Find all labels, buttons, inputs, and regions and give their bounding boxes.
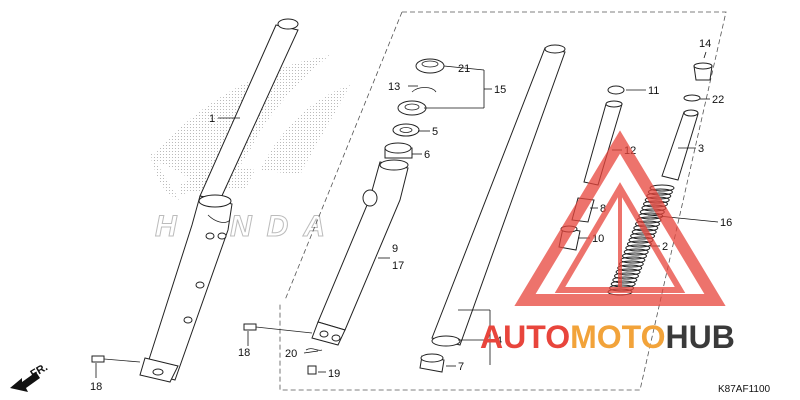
front-direction-arrow: FR. [10,361,50,392]
callout-14: 14 [699,38,711,50]
automotohub-watermark [514,130,726,306]
part-20-clip [305,348,323,351]
callout-18-center: 18 [238,347,250,359]
part-18-bolt-center [243,323,257,331]
spring-coil [622,252,647,260]
spring-coil [630,232,656,240]
seal-stack [384,58,445,159]
part-1-fork-outer-tube [139,18,299,383]
spring-coil [615,268,641,276]
direction-label: FR. [29,361,50,380]
callout-18-left: 18 [90,381,102,393]
part-4-fork-pipe [419,44,566,373]
spring-coil [625,244,651,252]
part-5-washer [392,123,420,137]
callout-20: 20 [285,348,297,360]
spring-coil [635,220,660,228]
bolts [91,323,323,375]
assembly-outline [279,11,727,391]
spring-coil [614,272,639,280]
callout-22: 22 [712,94,724,106]
callout-1: 1 [209,113,215,125]
callout-6: 6 [424,149,430,161]
part-15-oil-seal [397,100,427,116]
callout-4: 4 [496,335,502,347]
callout-15: 15 [494,84,506,96]
spring-coil [617,264,643,272]
honda-wordmark: HONDA [155,210,325,243]
callout-2: 2 [662,241,668,253]
callout-17: 17 [392,260,404,272]
callout-13: 13 [388,81,400,93]
watermark-text: AUTOMOTOHUB [480,319,735,355]
callout-7: 7 [458,361,464,373]
spring-coil [623,248,649,256]
callout-16: 16 [720,217,732,229]
callout-labels: 1 2 3 4 5 6 7 8 9 10 11 12 13 14 15 16 1… [90,38,732,393]
callout-8: 8 [600,203,606,215]
spring-coil [612,276,638,284]
callout-21: 21 [458,63,470,75]
part-22-o-ring [683,94,701,102]
part-18-bolt-left [91,355,105,363]
callout-9: 9 [392,243,398,255]
callout-11: 11 [648,85,659,97]
part-2-fork-spring [607,184,675,296]
part-9-17-inner-tube [311,159,409,346]
part-19-screw [307,365,317,375]
callout-3: 3 [698,143,704,155]
part-11-ring [607,85,625,95]
part-3-spacer [661,111,699,181]
callout-19: 19 [328,368,340,380]
diagram-code: K87AF1100 [718,384,771,395]
callout-5: 5 [432,126,438,138]
part-13-clip [411,87,437,93]
